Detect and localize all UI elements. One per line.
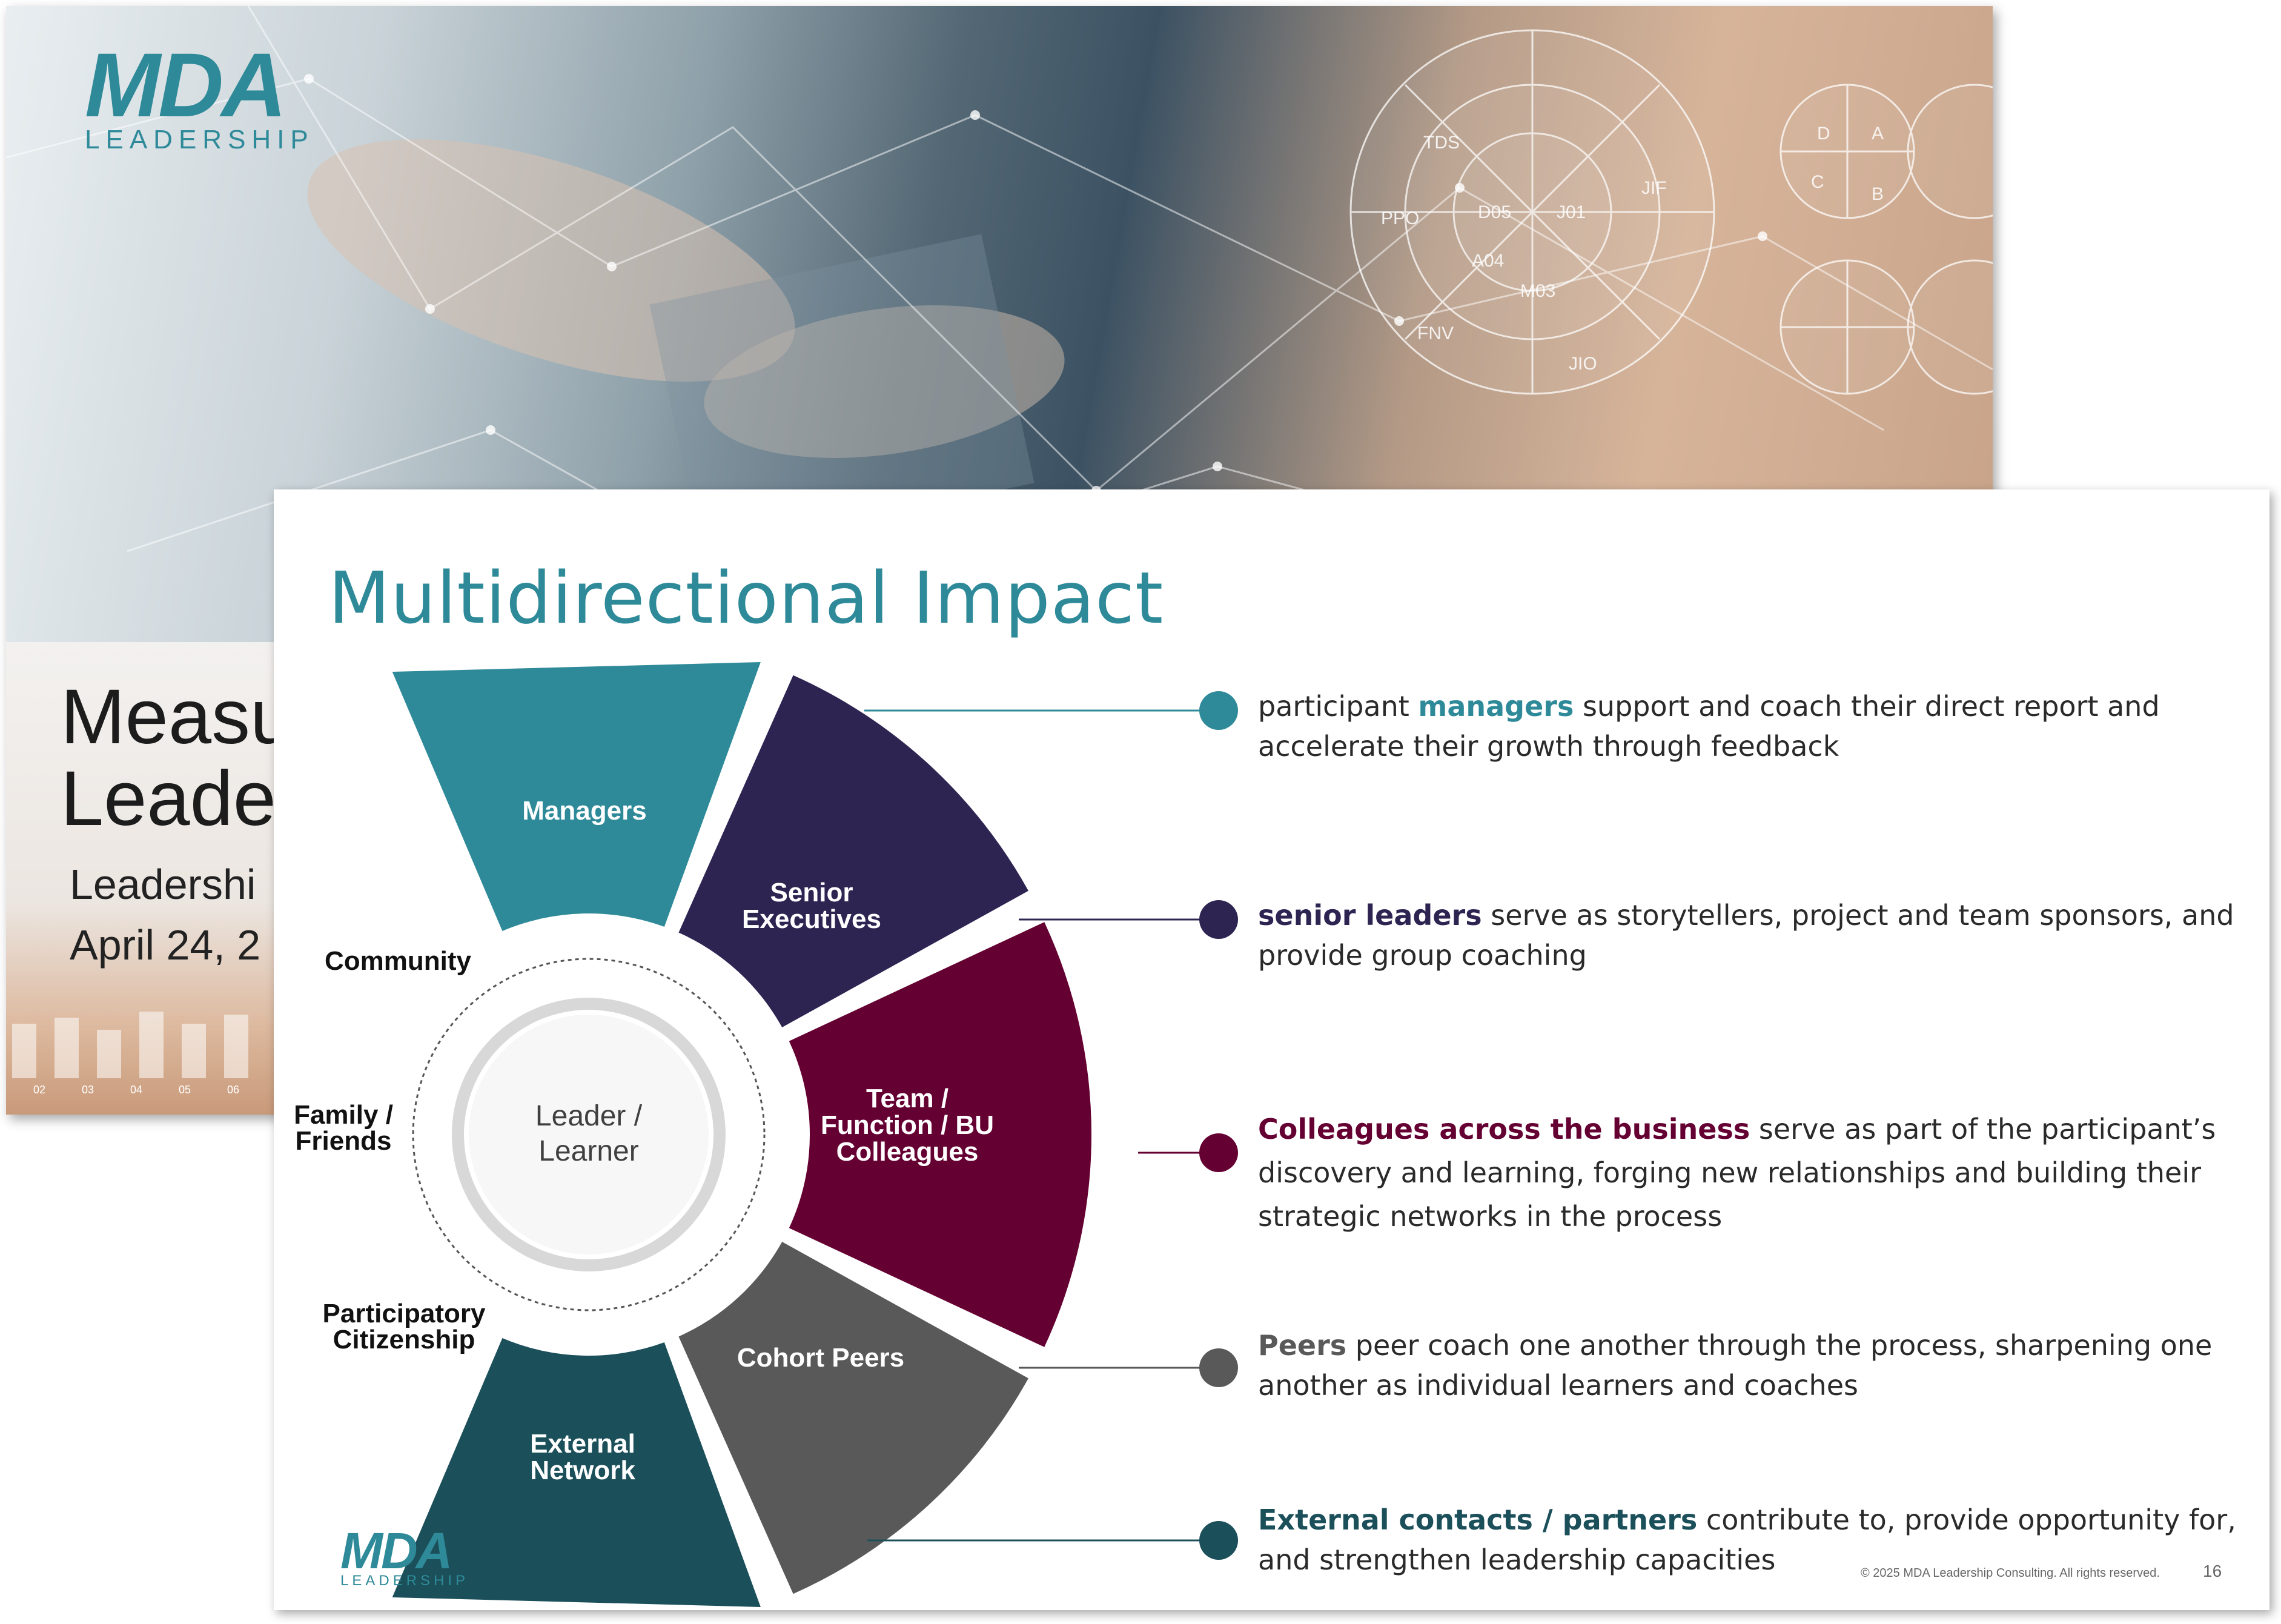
entry-keyword: External contacts / partners — [1258, 1503, 1698, 1536]
entry-peers: Peers peer coach one another through the… — [1258, 1325, 2257, 1405]
axis-tick: 04 — [130, 1084, 142, 1096]
photo-label: C — [1811, 172, 1824, 192]
entry-colleagues: Colleagues across the business serve as … — [1258, 1107, 2257, 1238]
axis-tick: 03 — [82, 1084, 94, 1096]
photo-label: TDS — [1423, 133, 1460, 153]
entry-keyword: senior leaders — [1258, 899, 1482, 932]
back-subtitle-line2: April 24, 2 — [70, 921, 261, 969]
segment-label: Senior — [770, 878, 853, 907]
entry-text: support and coach their direct report an… — [1258, 690, 2160, 763]
segment-label: Function / BU — [821, 1110, 994, 1140]
entry-prefix: participant — [1258, 690, 1419, 723]
bullet-dot-senior — [1199, 900, 1238, 939]
photo-overlay-graphics: TDS JIF PPO D05 J01 A04 M03 FNV JIO A B … — [6, 6, 1993, 605]
ring-label-citizenship-line1: Participatory — [323, 1299, 486, 1328]
photo-label: J01 — [1557, 202, 1586, 222]
back-bar-strip: 02 03 04 05 06 — [12, 1012, 248, 1096]
axis-tick: 02 — [33, 1084, 45, 1096]
segment-label: Team / — [866, 1084, 948, 1113]
entry-keyword: managers — [1418, 690, 1574, 723]
axis-tick: 05 — [179, 1084, 191, 1096]
mda-logo-footer: MDA LEADERSHIP — [340, 1525, 469, 1588]
segment-managers — [392, 662, 761, 932]
segment-label: Managers — [522, 796, 646, 826]
center-inner — [469, 1015, 709, 1254]
page-number: 16 — [2203, 1562, 2222, 1580]
bullet-dot-managers — [1199, 691, 1238, 730]
segment-senior-executives — [678, 675, 1028, 1028]
logo-subtext: LEADERSHIP — [85, 125, 314, 154]
back-title-line2: Leade — [61, 755, 276, 842]
back-subtitle-line1: Leadershi — [70, 861, 256, 908]
entry-senior-leaders: senior leaders serve as storytellers, pr… — [1258, 895, 2257, 975]
segment-cohort-peers — [678, 1241, 1028, 1594]
photo-label: A04 — [1472, 251, 1504, 271]
logo-subtext: LEADERSHIP — [340, 1573, 469, 1589]
community-ring — [412, 958, 766, 1311]
ring-label-family-line2: Friends — [296, 1126, 392, 1156]
bullet-dot-colleagues — [1199, 1133, 1238, 1172]
entry-text: contribute to, provide opportunity for, … — [1258, 1503, 2236, 1576]
axis-tick: 06 — [227, 1084, 239, 1096]
photo-label: JIO — [1569, 354, 1597, 374]
front-slide: Multidirectional Impact Leader / Learner… — [274, 489, 2269, 1610]
bullet-dot-peers — [1199, 1348, 1238, 1387]
back-title-line1: Measu — [61, 674, 294, 760]
mda-logo: MDA LEADERSHIP — [85, 39, 314, 153]
photo-label: M03 — [1520, 281, 1555, 301]
entry-external: External contacts / partners contribute … — [1258, 1500, 2257, 1580]
logo-text: MDA — [340, 1522, 452, 1579]
ring-label-community: Community — [325, 946, 472, 976]
photo-label: A — [1872, 124, 1884, 144]
center-label-line1: Leader / — [535, 1100, 643, 1132]
ring-label-family-line1: Family / — [294, 1100, 393, 1130]
entry-keyword: Peers — [1258, 1329, 1347, 1362]
center-label-line2: Learner — [538, 1135, 638, 1167]
footer-copyright: © 2025 MDA Leadership Consulting. All ri… — [1861, 1566, 2160, 1580]
segment-label: External — [530, 1429, 635, 1459]
slide-title: Multidirectional Impact — [328, 556, 1164, 640]
impact-diagram: Leader / Learner Community Family / Frie… — [294, 662, 1238, 1607]
segment-label: Network — [530, 1456, 635, 1485]
segment-external-network — [392, 1337, 761, 1607]
segment-label: Cohort Peers — [737, 1343, 904, 1373]
entry-text: serve as part of the participant’s disco… — [1258, 1113, 2216, 1233]
logo-text: MDA — [85, 34, 287, 136]
photo-label: PPO — [1381, 208, 1419, 228]
photo-label: FNV — [1417, 323, 1454, 343]
photo-label: D05 — [1478, 202, 1511, 222]
ring-label-citizenship-line2: Citizenship — [333, 1325, 475, 1354]
segment-team-colleagues — [789, 922, 1091, 1347]
entry-managers: participant managers support and coach t… — [1258, 686, 2257, 766]
entry-text: peer coach one another through the proce… — [1258, 1329, 2213, 1402]
photo-label: D — [1817, 124, 1830, 144]
segment-label: Executives — [742, 904, 881, 934]
photo-label: B — [1872, 184, 1884, 204]
entry-keyword: Colleagues across the business — [1258, 1113, 1750, 1145]
segment-label: Colleagues — [836, 1137, 979, 1167]
entry-text: serve as storytellers, project and team … — [1258, 899, 2234, 972]
photo-label: JIF — [1641, 178, 1667, 198]
bullet-dot-external — [1199, 1521, 1238, 1560]
